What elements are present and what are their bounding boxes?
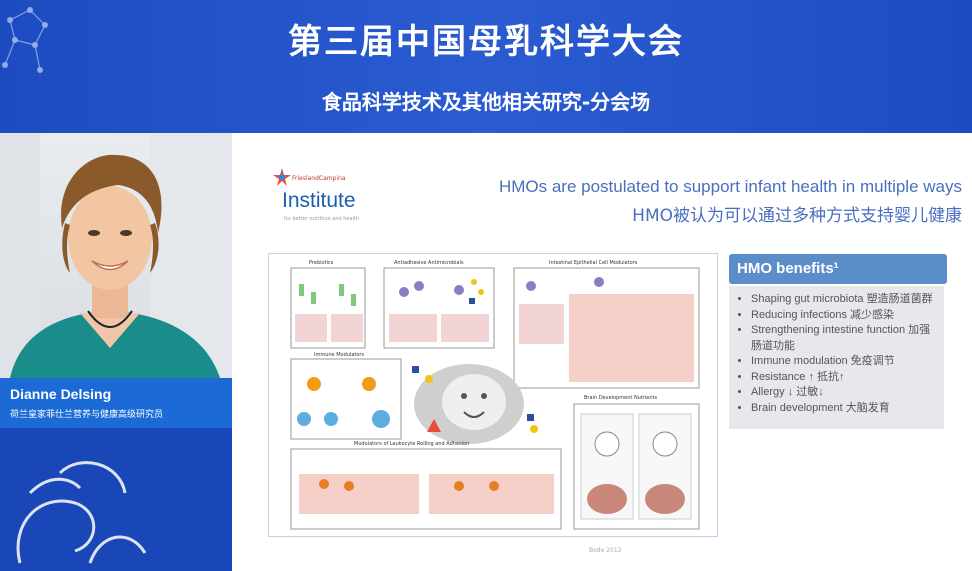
list-item: Resistance ↑ 抵抗↑ [751,370,938,386]
list-item: Brain development 大脑发育 [751,401,938,417]
molecule-decoration-icon [2,7,48,73]
list-item: Immune modulation 免疫调节 [751,354,938,370]
slide-heading-en: HMOs are postulated to support infant he… [498,177,962,196]
list-item: Reducing infections 减少感染 [751,308,938,324]
benefits-list: Shaping gut microbiota 塑造肠道菌群 Reducing i… [729,286,944,429]
caption-immune: Immune Modulators [314,352,365,358]
mother-child-logo-icon [16,461,147,564]
presentation-slide: FrieslandCampina Institute for better nu… [232,133,972,571]
speaker-name: Dianne Delsing [10,386,112,402]
speaker-role: 荷兰皇家菲仕兰营养与健康高级研究员 [10,410,164,420]
slide-footer: Bode 2012 [589,547,622,554]
caption-antiadhesive: Antiadhesive Antimicrobials [394,260,464,266]
page-title: 第三届中国母乳科学大会 [288,22,684,62]
speaker-name-bar: Dianne Delsing 荷兰皇家菲仕兰营养与健康高级研究员 [0,378,232,428]
star-logo-icon [273,168,291,186]
speaker-portrait-icon [0,133,232,378]
logo-text: Institute [282,189,356,212]
caption-leukocyte: Modulators of Leukocyte Rolling and Adhe… [354,441,470,447]
header-banner: 第三届中国母乳科学大会 食品科学技术及其他相关研究-分会场 [0,0,972,133]
speaker-video [0,133,232,378]
list-item: Strengthening intestine function 加强肠道功能 [751,323,938,354]
hmo-mechanisms-figure: Prebiotics Antiadhesive Antimicrobials I… [268,253,718,537]
benefits-title: HMO benefits¹ [729,254,947,284]
caption-prebiotics: Prebiotics [309,260,334,266]
figure-illustration-icon [290,267,700,530]
speaker-panel: Dianne Delsing 荷兰皇家菲仕兰营养与健康高级研究员 [0,133,232,571]
institute-logo: FrieslandCampina Institute for better nu… [272,167,359,222]
caption-brain: Brain Development Nutrients [584,395,658,401]
page-subtitle: 食品科学技术及其他相关研究-分会场 [321,90,651,114]
slide-heading-zh: HMO被认为可以通过多种方式支持婴儿健康 [632,206,962,226]
caption-epithelial: Intestinal Epithelial Cell Modulators [549,260,638,266]
list-item: Allergy ↓ 过敏↓ [751,385,938,401]
list-item: Shaping gut microbiota 塑造肠道菌群 [751,292,938,308]
